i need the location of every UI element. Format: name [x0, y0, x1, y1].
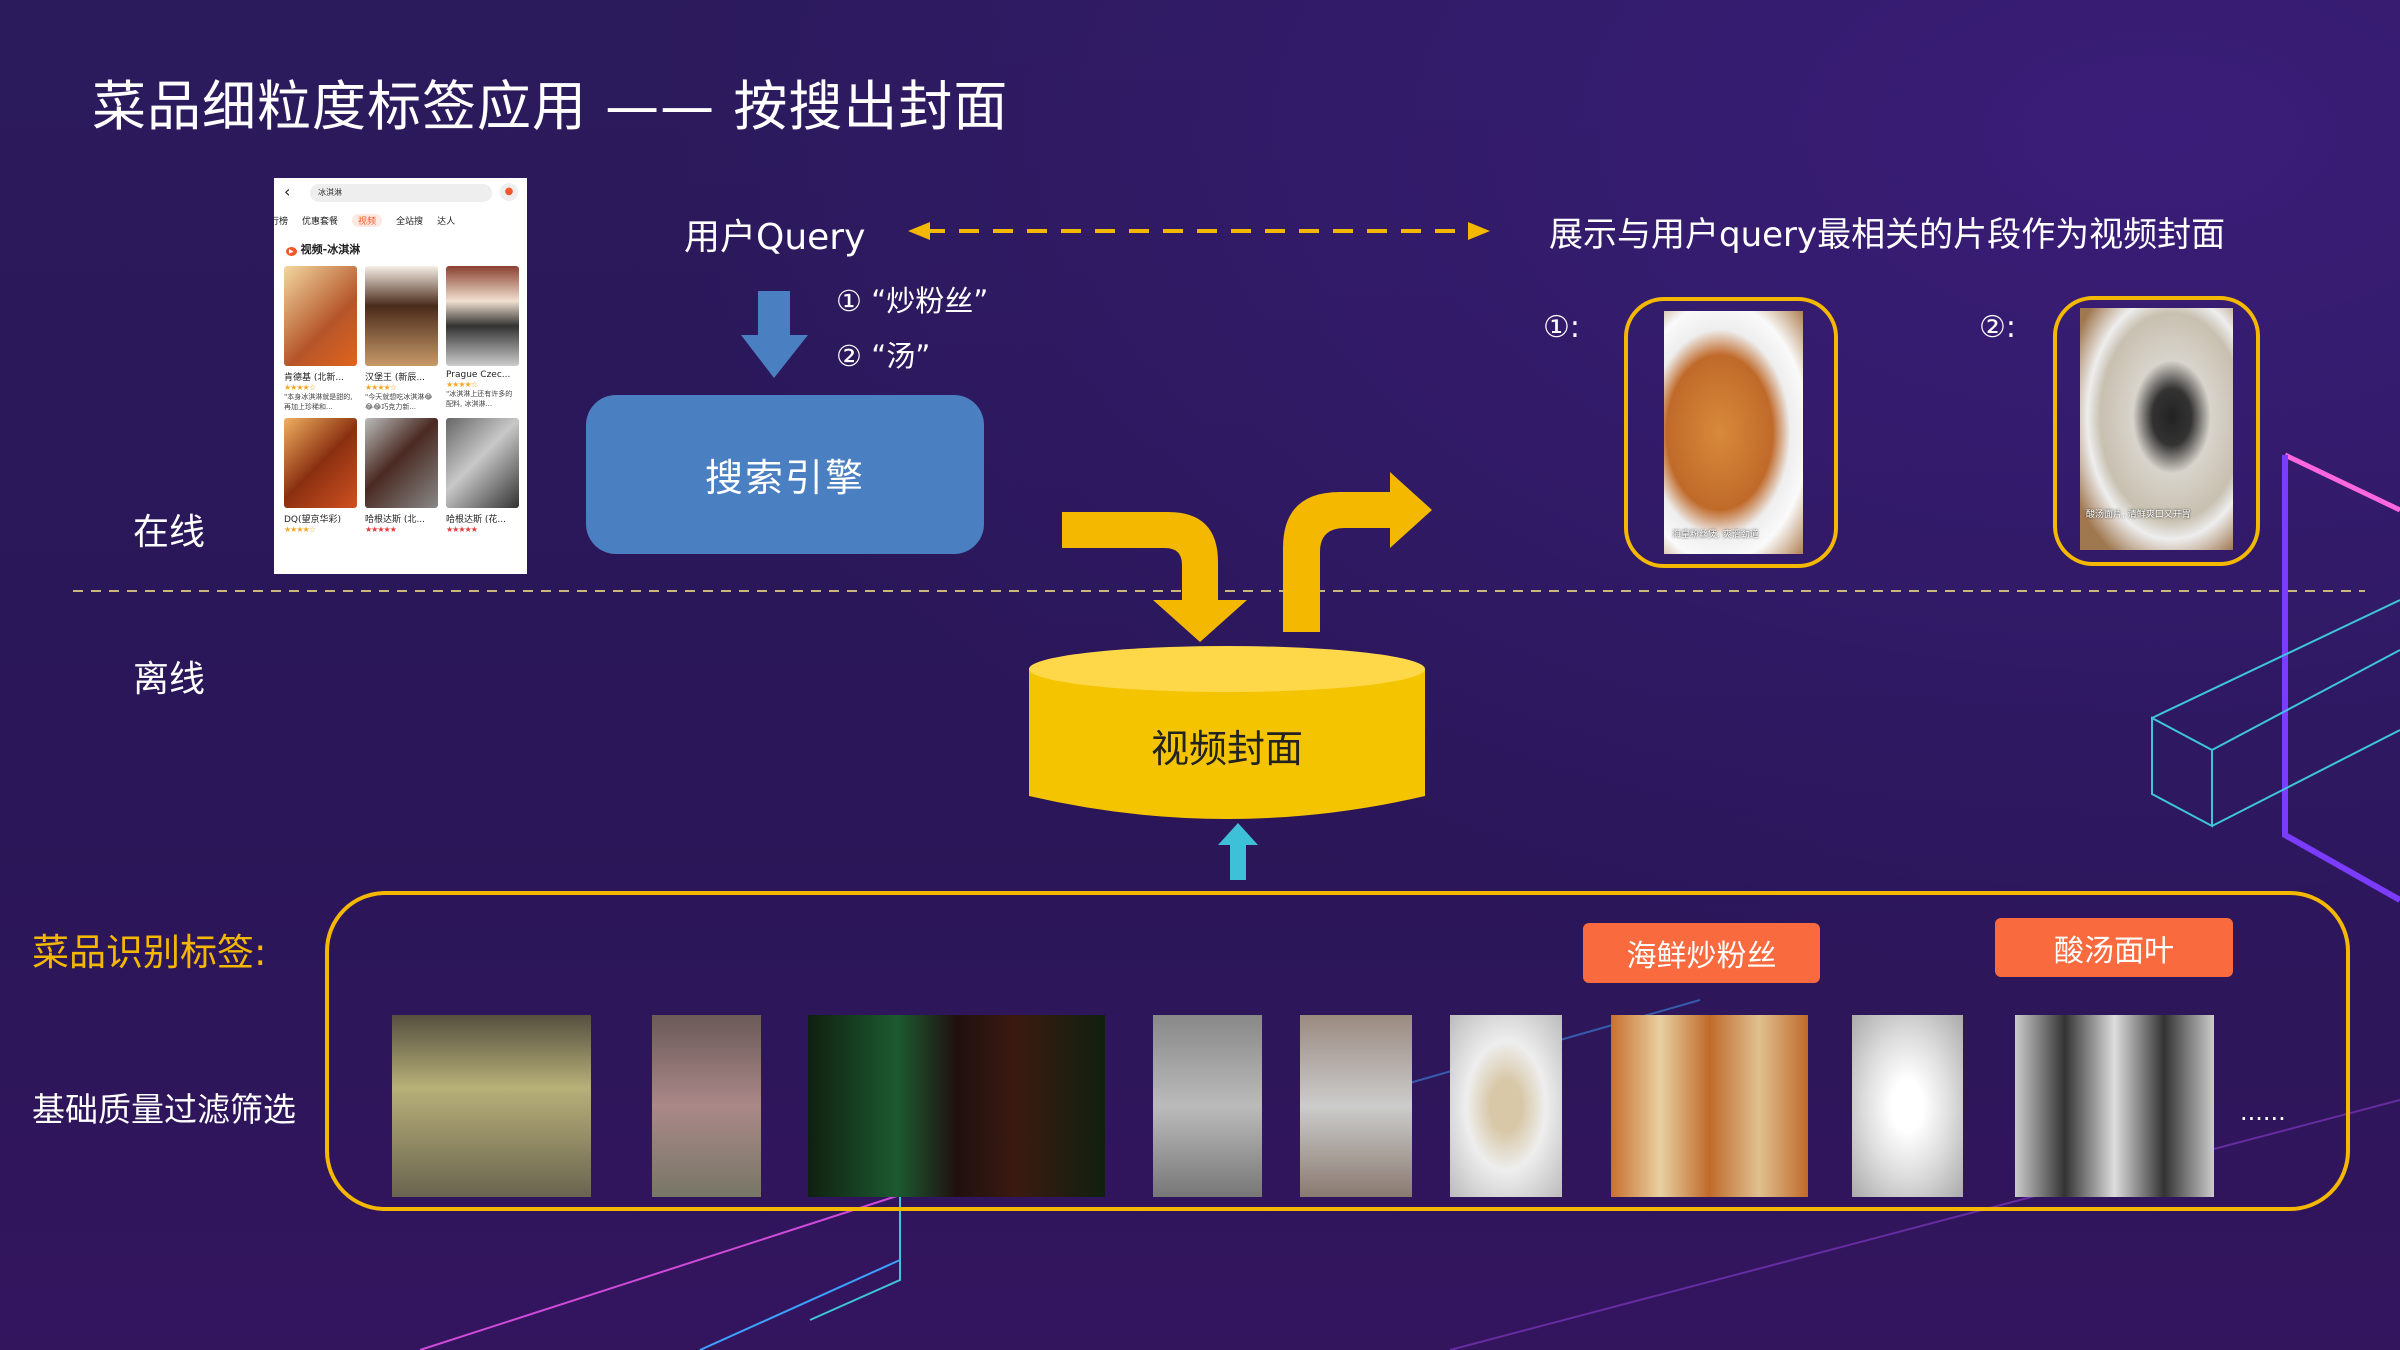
online-label: 在线 — [133, 512, 206, 553]
user-query-label: 用户Query — [684, 217, 866, 258]
list-item[interactable]: 哈根达斯 (北...★★★★★ — [365, 418, 438, 534]
bent-arrow-up-icon — [1283, 472, 1432, 632]
tab[interactable]: 优惠套餐 — [302, 217, 339, 227]
list-item[interactable]: 肯德基 (北新...★★★★☆"本身冰淇淋就是甜的,再加上珍稀和... — [284, 266, 357, 412]
quality-filter-label: 基础质量过滤筛选 — [32, 1090, 296, 1129]
video-frame — [1450, 1015, 1562, 1197]
item-name: Prague Czec... — [446, 370, 511, 380]
tag-sour-soup-noodle: 酸汤面叶 — [1995, 918, 2233, 977]
cover-caption: 海皇粉丝煲, 爽滑劲道 — [1672, 530, 1759, 540]
item-desc: "冰淇淋上还有许多的配料, 冰淇淋... — [446, 390, 513, 408]
query-example-2: ② “汤” — [836, 339, 931, 373]
video-frame — [808, 1015, 1105, 1197]
bent-arrow-down-icon — [1062, 512, 1247, 642]
ellipsis: ...... — [2240, 1098, 2286, 1126]
list-item[interactable]: 哈根达斯 (花...★★★★★ — [446, 418, 519, 534]
video-frame — [652, 1015, 761, 1197]
item-desc: "今天就想吃冰淇淋😂😂😂巧克力新... — [365, 393, 433, 411]
down-arrow-icon — [741, 291, 808, 378]
database-cylinder — [1029, 669, 1425, 819]
item-name: 汉堡王 (新辰... — [365, 373, 425, 383]
item-desc: "本身冰淇淋就是甜的,再加上珍稀和... — [284, 393, 353, 411]
list-item[interactable]: DQ(望京华彩)★★★★☆ — [284, 418, 357, 534]
section-title: 视频-冰淇淋 — [286, 241, 361, 257]
tab[interactable]: 全站搜 — [396, 217, 424, 227]
video-frame — [1852, 1015, 1963, 1197]
video-frame — [2015, 1015, 2214, 1197]
page-title: 菜品细粒度标签应用 —— 按搜出封面 — [92, 75, 1009, 138]
frames-container — [325, 891, 2350, 1211]
location-icon[interactable]: ● — [500, 183, 518, 201]
item-name: 肯德基 (北新... — [284, 373, 344, 383]
up-arrow-icon — [1218, 823, 1258, 880]
offline-label: 离线 — [133, 659, 206, 700]
rating: ★★★★★ — [365, 525, 397, 534]
result-2-label: ②: — [1979, 310, 2017, 345]
list-item[interactable]: 汉堡王 (新辰...★★★★☆"今天就想吃冰淇淋😂😂😂巧克力新... — [365, 266, 438, 412]
tab[interactable]: 行榜 — [274, 217, 289, 227]
phone-screenshot: ‹ 冰淇淋 ● 行榜 优惠套餐 视频 全站搜 达人 视频-冰淇淋 肯德基 (北新… — [274, 178, 527, 574]
search-input[interactable]: 冰淇淋 — [310, 184, 492, 202]
rating: ★★★★☆ — [446, 380, 478, 389]
video-frame — [1611, 1015, 1808, 1197]
item-name: 哈根达斯 (花... — [446, 515, 506, 525]
rating: ★★★★★ — [446, 525, 478, 534]
list-item[interactable]: Prague Czec...★★★★☆"冰淇淋上还有许多的配料, 冰淇淋... — [446, 266, 519, 412]
result-2-cover: 酸汤面片, 清鲜爽口又开胃 — [2080, 308, 2233, 550]
cover-caption: 酸汤面片, 清鲜爽口又开胃 — [2086, 510, 2191, 520]
phone-tabs: 行榜 优惠套餐 视频 全站搜 达人 — [274, 214, 527, 227]
dish-tag-label: 菜品识别标签: — [32, 931, 267, 974]
display-description: 展示与用户query最相关的片段作为视频封面 — [1549, 215, 2226, 255]
search-engine-box: 搜索引擎 — [586, 395, 984, 554]
result-1-frame — [1624, 297, 1838, 568]
video-frame — [1153, 1015, 1262, 1197]
back-icon[interactable]: ‹ — [284, 182, 291, 201]
database-label: 视频封面 — [1150, 727, 1303, 771]
item-name: 哈根达斯 (北... — [365, 515, 425, 525]
rating: ★★★★☆ — [365, 383, 397, 392]
rating: ★★★★☆ — [284, 525, 316, 534]
result-1-cover: 海皇粉丝煲, 爽滑劲道 — [1664, 311, 1803, 554]
tag-seafood-vermicelli: 海鲜炒粉丝 — [1583, 923, 1820, 983]
query-example-1: ① “炒粉丝” — [836, 284, 989, 318]
tab-video[interactable]: 视频 — [352, 214, 383, 227]
video-frame — [392, 1015, 591, 1197]
tab[interactable]: 达人 — [437, 217, 456, 227]
result-2-frame — [2053, 296, 2260, 566]
rating: ★★★★☆ — [284, 383, 316, 392]
item-name: DQ(望京华彩) — [284, 515, 342, 525]
video-frame — [1300, 1015, 1412, 1197]
result-1-label: ①: — [1543, 310, 1581, 345]
